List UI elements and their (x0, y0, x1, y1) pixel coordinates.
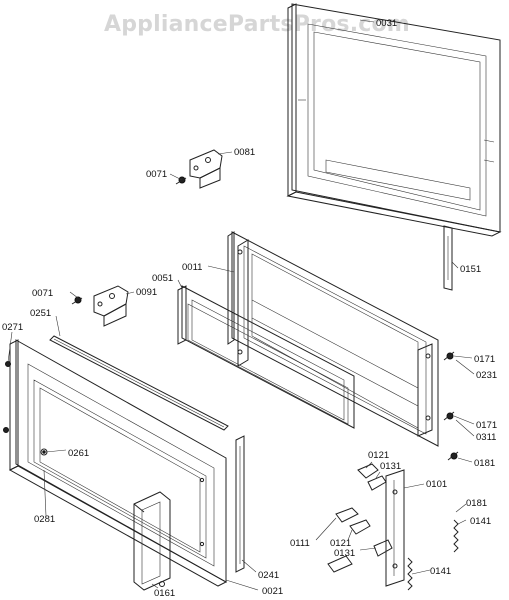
label-0251: 0251 (30, 308, 51, 319)
label-0131-lower: 0131 (334, 548, 355, 559)
label-0171-upper: 0171 (474, 354, 495, 365)
part-0151-side-strip (443, 225, 453, 291)
label-0231: 0231 (476, 370, 497, 381)
part-0021-front-door (8, 339, 228, 587)
label-0111: 0111 (290, 538, 310, 549)
label-0261: 0261 (68, 448, 89, 459)
part-0161-handle (133, 491, 171, 591)
leader-lines (7, 19, 475, 591)
part-0051-choke-frame (177, 285, 355, 429)
label-0021: 0021 (262, 586, 283, 597)
part-0091-hinge-bracket (71, 285, 129, 327)
label-0031: 0031 (376, 18, 397, 29)
part-0011-door-frame (227, 231, 439, 447)
label-0121-lower: 0121 (330, 538, 351, 549)
label-0121-upper: 0121 (368, 450, 389, 461)
label-0081: 0081 (234, 147, 255, 158)
part-0141-springs (407, 519, 459, 591)
part-0251-top-strip (49, 335, 229, 431)
label-0131-upper: 0131 (380, 461, 401, 472)
part-0081-hinge-bracket (175, 149, 223, 189)
label-0181-lower: 0181 (466, 498, 487, 509)
part-labels: 0031 0081 0071 0151 0011 0051 0071 0091 … (2, 18, 497, 599)
label-0091: 0091 (136, 287, 157, 298)
label-0241: 0241 (258, 570, 279, 581)
label-0151: 0151 (460, 264, 481, 275)
part-0031-glass-panel (286, 3, 502, 237)
label-0141-lower: 0141 (430, 566, 451, 577)
part-0171-0181-screws (3, 351, 459, 461)
label-0171-lower: 0171 (476, 420, 497, 431)
part-0101-latch-plate (385, 469, 405, 587)
label-0051: 0051 (152, 273, 173, 284)
label-0071-upper: 0071 (146, 169, 167, 180)
label-0071-lower: 0071 (32, 288, 53, 299)
label-0101: 0101 (426, 479, 447, 490)
part-0241-vertical-strip (235, 435, 245, 573)
label-0271: 0271 (2, 322, 23, 333)
watermark-text: AppliancePartsPros.com (104, 12, 410, 37)
label-0311: 0311 (476, 432, 496, 443)
label-0161: 0161 (154, 588, 175, 599)
label-0011: 0011 (182, 262, 202, 273)
label-0181-upper: 0181 (474, 458, 495, 469)
label-0141-upper: 0141 (470, 516, 491, 527)
label-0281: 0281 (34, 514, 55, 525)
part-0121-0131-latch-hooks (327, 463, 393, 573)
